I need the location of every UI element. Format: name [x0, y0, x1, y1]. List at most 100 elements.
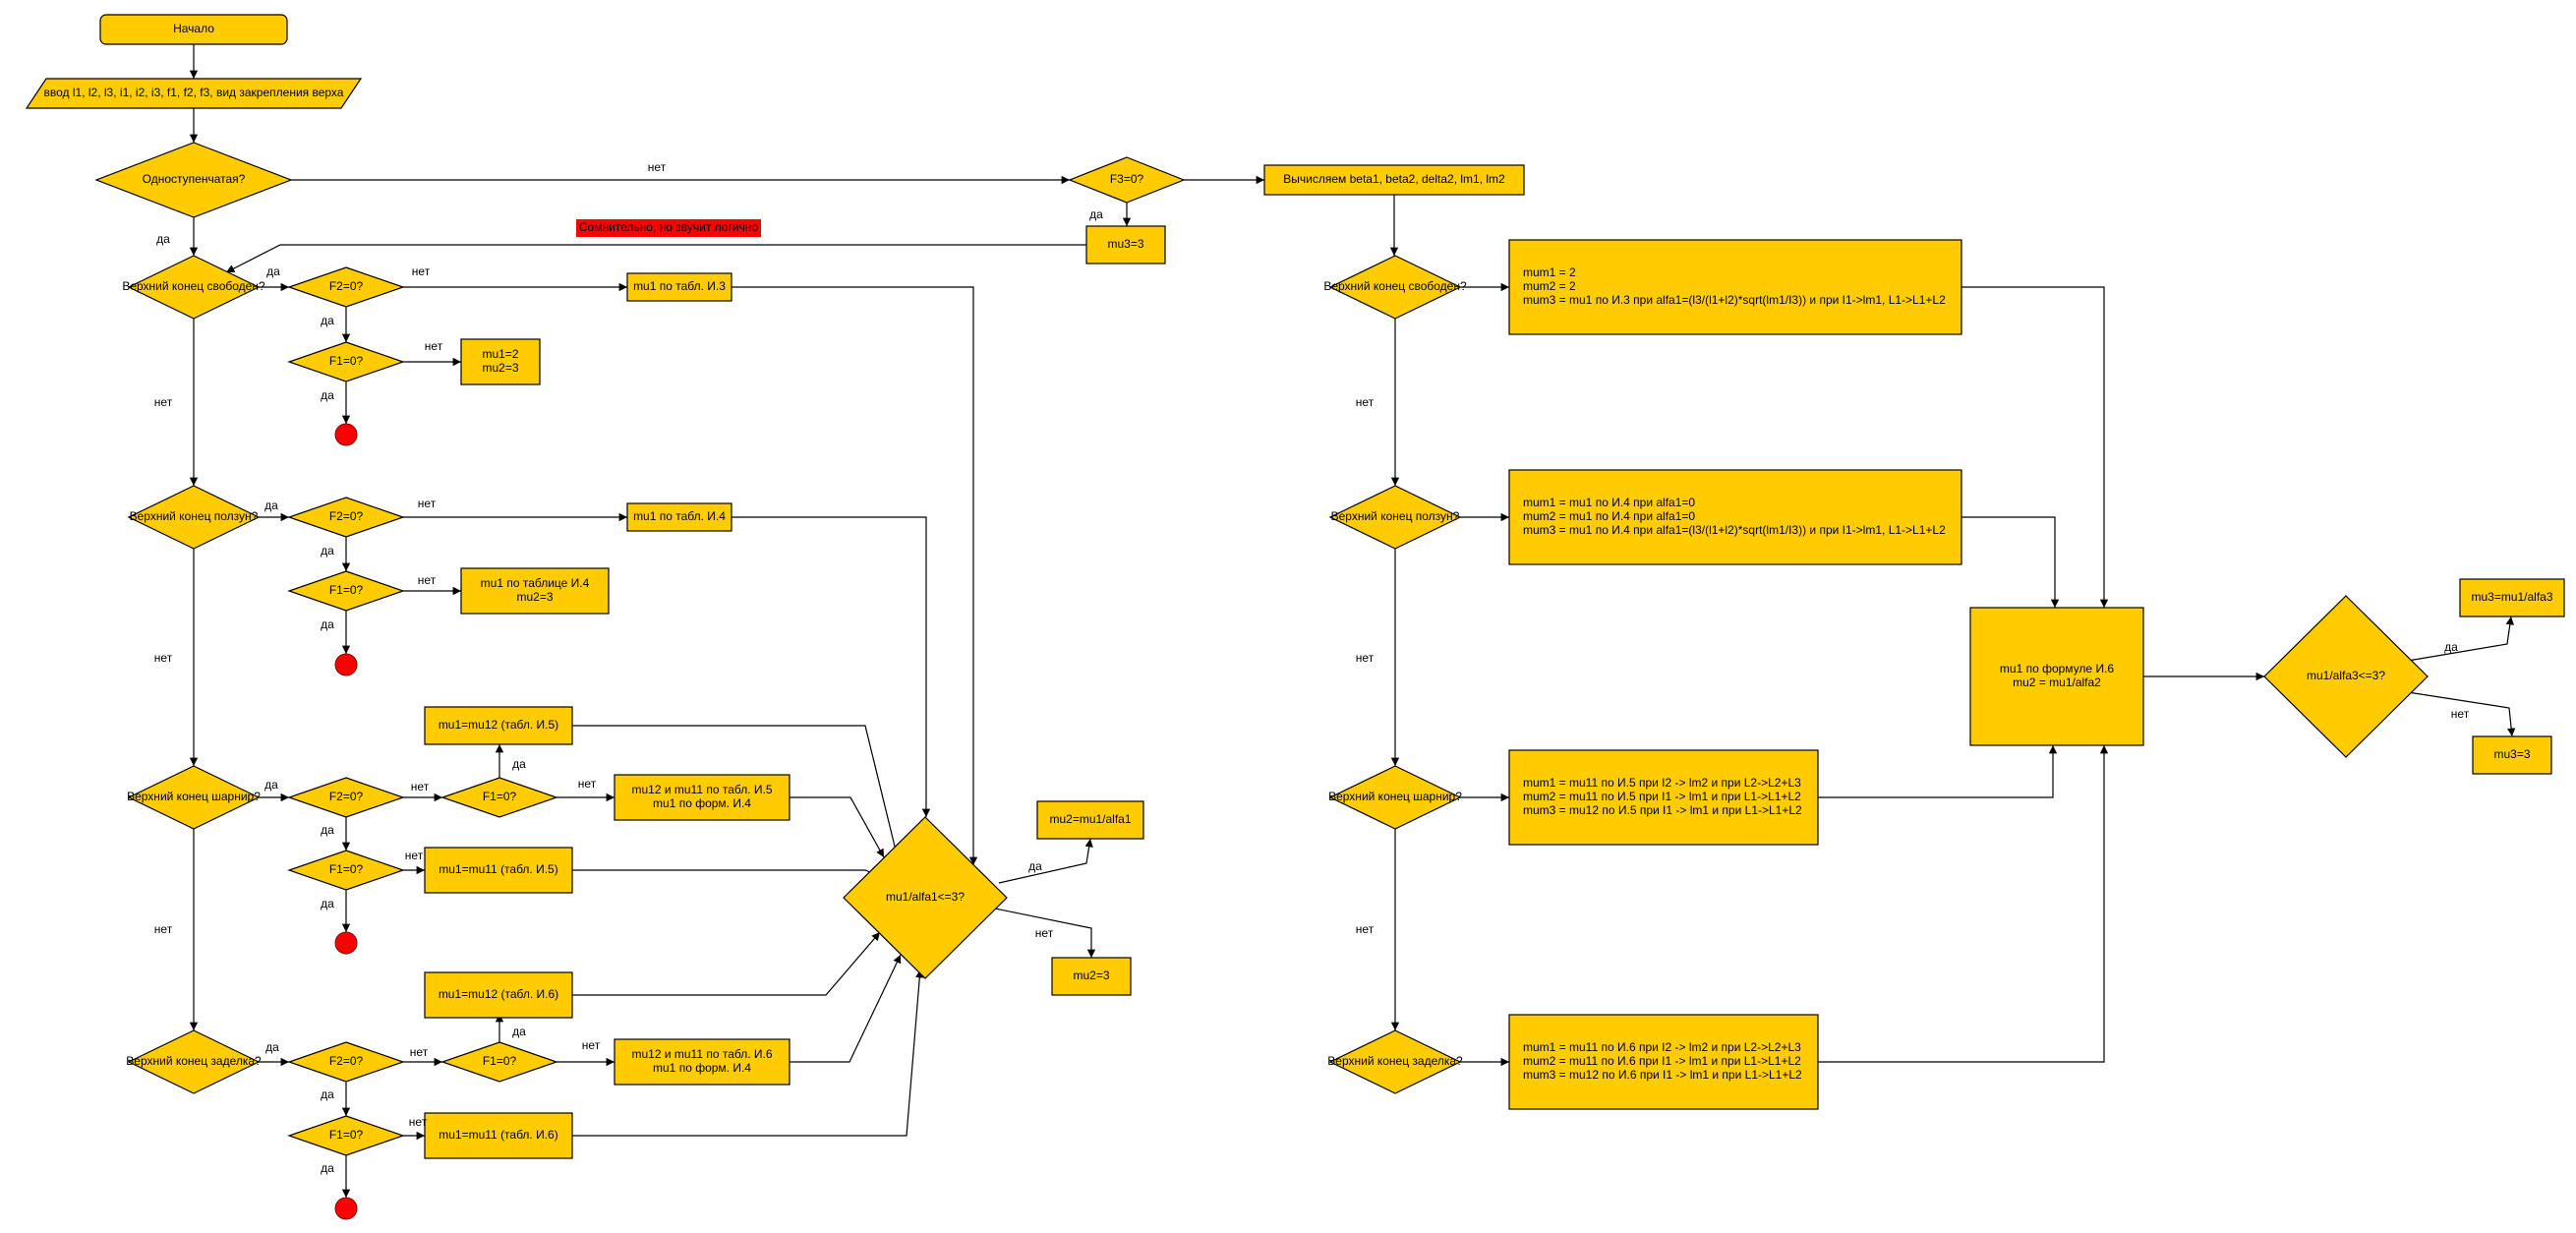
f1-hinge-a-text-1: F1=0? — [483, 790, 517, 803]
f1-hinge-b-node: F1=0? — [287, 850, 405, 891]
clamp-r-text-1: Верхний конец заделка? — [1327, 1054, 1463, 1068]
f1-clamp-a-node: F1=0? — [440, 1041, 558, 1083]
mu1-tab4-mu2-text-2: mu2=3 — [516, 590, 553, 604]
free-l-text-1: Верхний конец свободен? — [122, 279, 265, 293]
edge-label-yes-18: да — [512, 757, 526, 771]
f2-hinge-node: F2=0? — [287, 777, 405, 818]
edge-label-no-7: нет — [425, 339, 443, 353]
edge-label-no-33: нет — [1356, 395, 1375, 409]
edge-label-yes-6: да — [321, 314, 334, 327]
mu3-alfa3-text-1: mu3=mu1/alfa3 — [2471, 590, 2552, 604]
decision-diamond — [287, 1115, 405, 1156]
process-box — [1508, 469, 1962, 565]
input-node: ввод l1, l2, l3, i1, i2, i3, f1, f2, f3,… — [25, 78, 363, 109]
hinge-r-text-1: Верхний конец шарнир? — [1328, 790, 1462, 803]
edge-label-yes-30: да — [321, 1161, 334, 1175]
process-box — [614, 774, 790, 821]
process-box — [460, 338, 541, 385]
edge-label-no-19: нет — [578, 777, 597, 791]
mu12-mu11-t6-text-1: mu12 и mu11 по табл. И.6 — [631, 1047, 772, 1061]
process-box — [626, 272, 732, 302]
clamp-l-node: Верхний конец заделка? — [126, 1029, 262, 1094]
edge-label-no-34: нет — [1356, 651, 1375, 665]
clamp-r-box-node: mum1 = mu11 по И.6 при I2 -> lm2 и при L… — [1508, 1014, 1819, 1110]
mu1-t3-text-1: mu1 по табл. И.3 — [633, 279, 726, 293]
f1-hinge-b-text-1: F1=0? — [329, 862, 364, 876]
connectors — [189, 44, 2516, 1198]
edge-label-no-2: нет — [648, 160, 667, 174]
edge-label-no-5: нет — [412, 264, 431, 278]
process-box — [1051, 957, 1132, 996]
decision-diamond — [1328, 1029, 1462, 1094]
connector-32 — [572, 931, 881, 996]
mu1-mu11-t5-node: mu1=mu11 (табл. И.5) — [424, 847, 573, 894]
edge-label-yes-22: да — [321, 897, 334, 910]
f1-slider-text-1: F1=0? — [329, 583, 364, 597]
process-box — [424, 706, 573, 745]
edge-label-yes-12: да — [321, 544, 334, 558]
connector-43 — [998, 838, 1093, 884]
edge-label-yes-8: да — [321, 388, 334, 402]
decision-diamond — [1068, 156, 1186, 204]
edge-label-yes-1: да — [156, 232, 170, 246]
mu12-23-text-1: mu1=2 — [482, 347, 518, 361]
hinge-r-node: Верхний конец шарнир? — [1328, 765, 1462, 830]
slider-l-node: Верхний конец ползун? — [127, 485, 261, 550]
mu1-mu12-t5-text-1: mu1=mu12 (табл. И.5) — [439, 718, 558, 732]
alfa1-check-node: mu1/alfa1<=3? — [843, 816, 1008, 979]
mu3-alfa3-node: mu3=mu1/alfa3 — [2459, 578, 2565, 617]
decision-diamond — [287, 570, 405, 612]
process-box — [460, 567, 610, 615]
f1-free-text-1: F1=0? — [329, 354, 364, 368]
connector-55 — [1818, 745, 2058, 798]
mu12-mu11-t5-text-2: mu1 по форм. И.4 — [653, 796, 751, 810]
mu3-3-node: mu3=3 — [2472, 735, 2552, 775]
mu3-3-top-node: mu3=3 — [1085, 225, 1166, 264]
edge-label-no-9: нет — [154, 395, 173, 409]
process-box — [424, 847, 573, 894]
process-box — [1969, 607, 2144, 746]
connector-21 — [572, 725, 901, 859]
hinge-r-box-text-1: mum1 = mu11 по И.5 при I2 -> lm2 и при L… — [1523, 776, 1801, 790]
calc-beta-text-1: Вычисляем beta1, beta2, delta2, lm1, lm2 — [1283, 172, 1505, 186]
one-stage-text-1: Одноступенчатая? — [143, 172, 246, 186]
edge-label-no-21: нет — [405, 849, 424, 862]
decision-diamond — [127, 1029, 261, 1094]
connector-53 — [1961, 286, 2109, 608]
clamp-r-node: Верхний конец заделка? — [1327, 1029, 1463, 1094]
connector-58 — [2407, 616, 2514, 662]
edge-label-no-27: нет — [582, 1038, 601, 1052]
decision-diamond — [287, 777, 405, 818]
edge-label-no-29: нет — [409, 1115, 428, 1129]
f1-clamp-a-text-1: F1=0? — [483, 1054, 517, 1068]
process-box — [614, 1038, 790, 1086]
formula-i6-text-2: mu2 = mu1/alfa2 — [2013, 675, 2101, 689]
stop-marker-3 — [334, 931, 358, 955]
edge-label-no-23: нет — [154, 922, 173, 936]
f1-clamp-b-node: F1=0? — [287, 1115, 405, 1156]
slider-r-box-text-1: mum1 = mu1 по И.4 при alfa1=0 — [1523, 496, 1695, 509]
edge-label-yes-4: да — [266, 264, 280, 278]
f2-slider-text-1: F2=0? — [329, 509, 364, 523]
f2-hinge-text-1: F2=0? — [329, 790, 364, 803]
alfa1-check-text-1: mu1/alfa1<=3? — [886, 890, 965, 904]
mu1-t4-node: mu1 по табл. И.4 — [626, 502, 732, 532]
free-r-box-text-3: mum3 = mu1 по И.3 при alfa1=(l3/(l1+l2)*… — [1523, 293, 1946, 307]
hinge-r-box-text-2: mum2 = mu11 по И.5 при I1 -> lm1 и при L… — [1523, 790, 1801, 803]
process-box — [1508, 1014, 1819, 1110]
mu1-mu12-t5-node: mu1=mu12 (табл. И.5) — [424, 706, 573, 745]
connector-56 — [1818, 745, 2109, 1063]
decision-diamond — [287, 850, 405, 891]
mu1-mu11-t5-text-1: mu1=mu11 (табл. И.5) — [439, 862, 557, 876]
slider-r-text-1: Верхний конец ползун? — [1331, 509, 1460, 523]
decision-diamond — [1328, 485, 1462, 550]
mu1-mu11-t6-text-1: mu1=mu11 (табл. И.6) — [439, 1128, 557, 1142]
clamp-l-text-1: Верхний конец заделка? — [126, 1054, 262, 1068]
